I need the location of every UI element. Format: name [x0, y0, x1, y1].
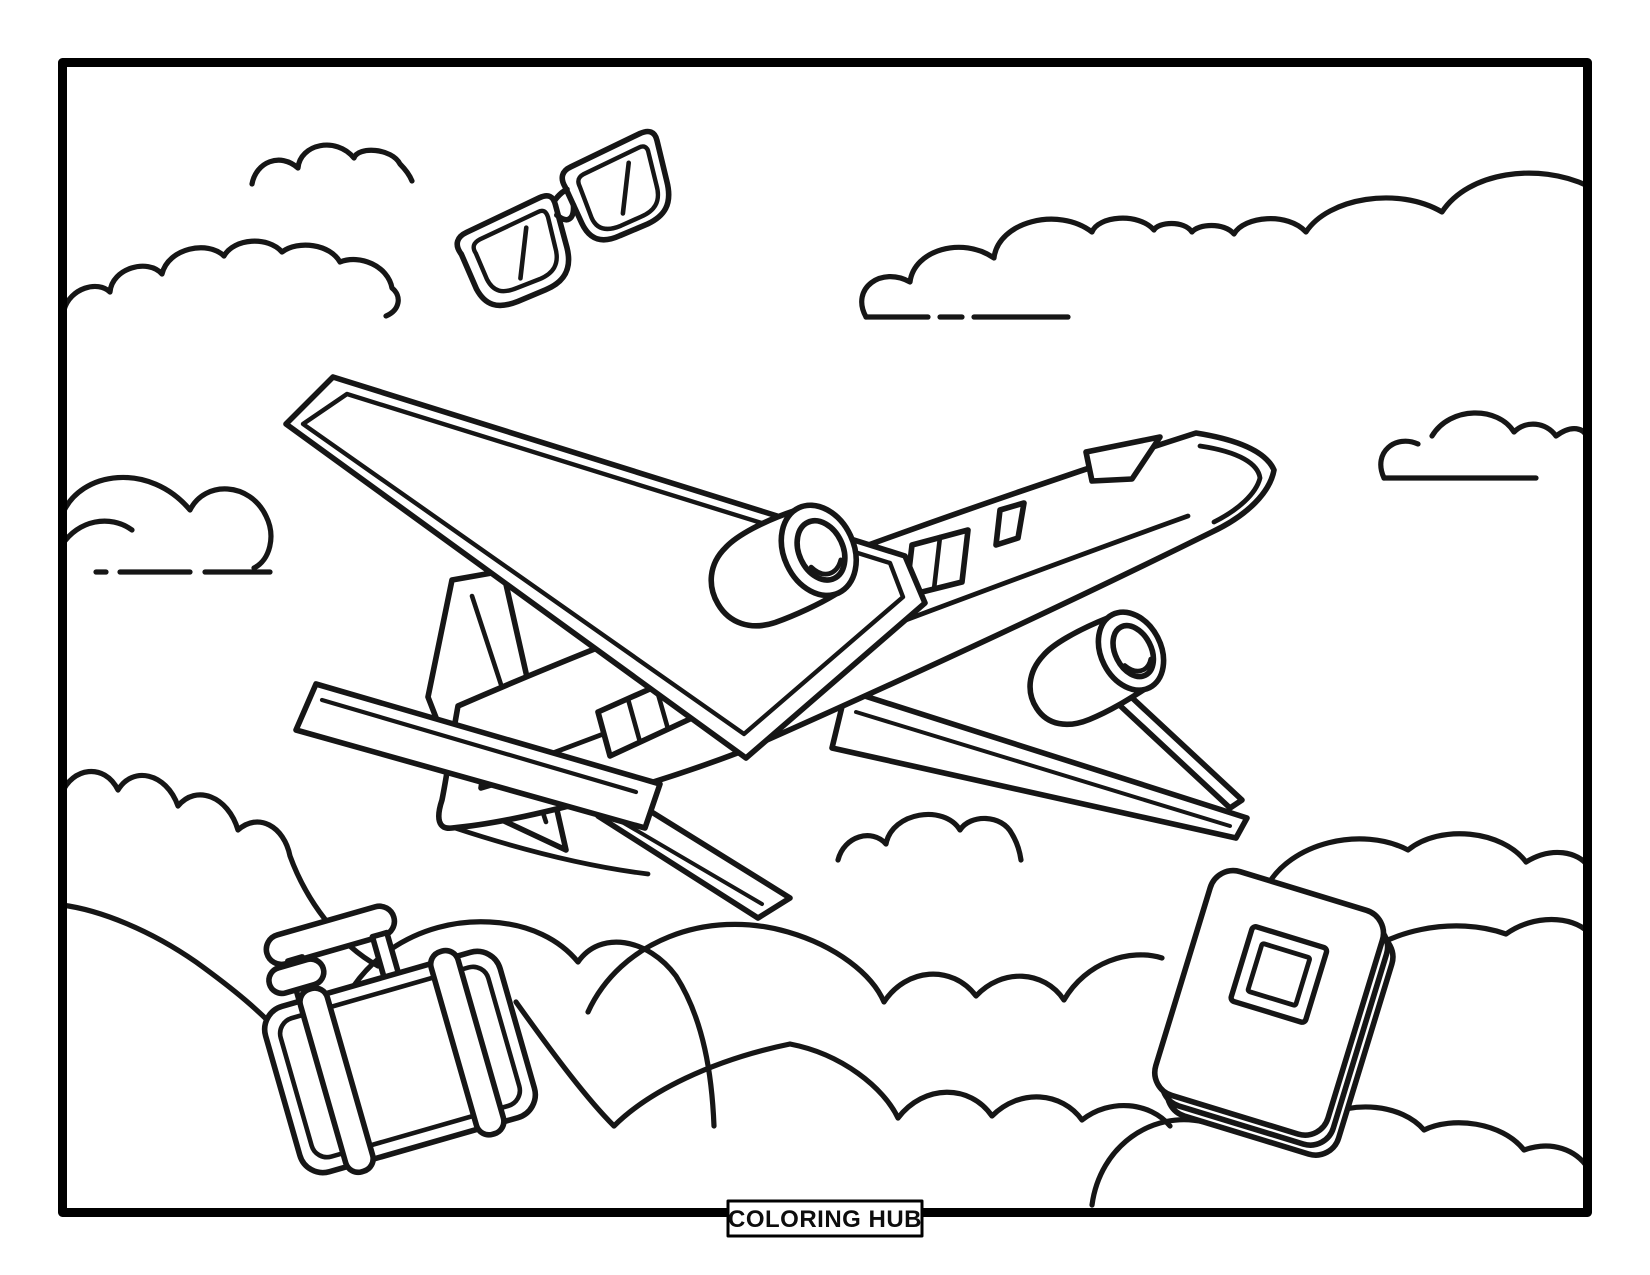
passport-emblem-inner — [1245, 941, 1312, 1008]
engine-intake-inner — [1110, 622, 1157, 680]
sunglasses-left-lens-inner — [471, 208, 559, 294]
brand-badge-box — [726, 1199, 924, 1238]
sunglasses-icon — [454, 128, 672, 309]
sunglasses-bridge — [551, 186, 570, 204]
cloud — [59, 475, 274, 571]
passport-emblem-outer — [1228, 924, 1330, 1025]
suitcase-body-inner — [277, 964, 523, 1160]
tail-keel-line — [452, 825, 651, 877]
sunglasses-left-lens — [454, 193, 572, 309]
cloud — [859, 170, 1591, 320]
cloud — [59, 769, 381, 969]
clouds — [59, 142, 1591, 1208]
cloud — [59, 518, 135, 548]
passport-cover — [1152, 867, 1387, 1138]
sunglasses-bridge-lower — [554, 202, 577, 223]
engine-intake-shine — [808, 557, 844, 577]
suitcase-strap — [297, 985, 376, 1176]
cockpit-window — [1083, 434, 1163, 484]
airplane-far-side — [595, 609, 1250, 921]
sunglasses-left-shine — [518, 225, 529, 281]
brand-badge-label: COLORING HUB — [728, 1206, 922, 1233]
cloud — [1429, 410, 1591, 441]
cloud — [249, 142, 415, 187]
suitcase-handle — [263, 903, 403, 1009]
sunglasses-right-shine — [620, 160, 632, 216]
sunglasses-right-lens-inner — [576, 144, 661, 232]
cloud — [327, 919, 717, 1129]
cloud — [1378, 438, 1421, 481]
left-stabilizer-inner-line — [319, 697, 639, 795]
nose-inner-line — [1197, 443, 1263, 525]
brand-badge: COLORING HUB — [726, 1199, 924, 1238]
sunglasses-right-lens — [559, 128, 672, 243]
engine-intake-inner — [794, 518, 848, 583]
right-wing-inner-line — [854, 710, 1232, 828]
cabin-window-pair — [903, 527, 971, 599]
handle-grip — [263, 903, 398, 968]
cloud — [59, 902, 291, 1045]
airplane — [283, 374, 1277, 921]
handle-sleeve — [266, 956, 327, 997]
left-stabilizer — [293, 681, 663, 831]
suitcase-icon — [261, 903, 539, 1176]
cloud — [835, 812, 1024, 863]
passport-icon — [1152, 867, 1396, 1158]
right-engine — [1027, 609, 1167, 728]
engine-intake-shine — [1122, 656, 1154, 674]
suitcase-strap — [427, 947, 507, 1138]
right-stabilizer-inner-line — [620, 820, 764, 906]
cloud — [585, 921, 1165, 1015]
cloud — [1263, 831, 1591, 891]
cloud — [513, 999, 1173, 1129]
cloud — [61, 238, 401, 319]
left-engine — [708, 502, 859, 629]
cabin-window — [993, 500, 1027, 548]
